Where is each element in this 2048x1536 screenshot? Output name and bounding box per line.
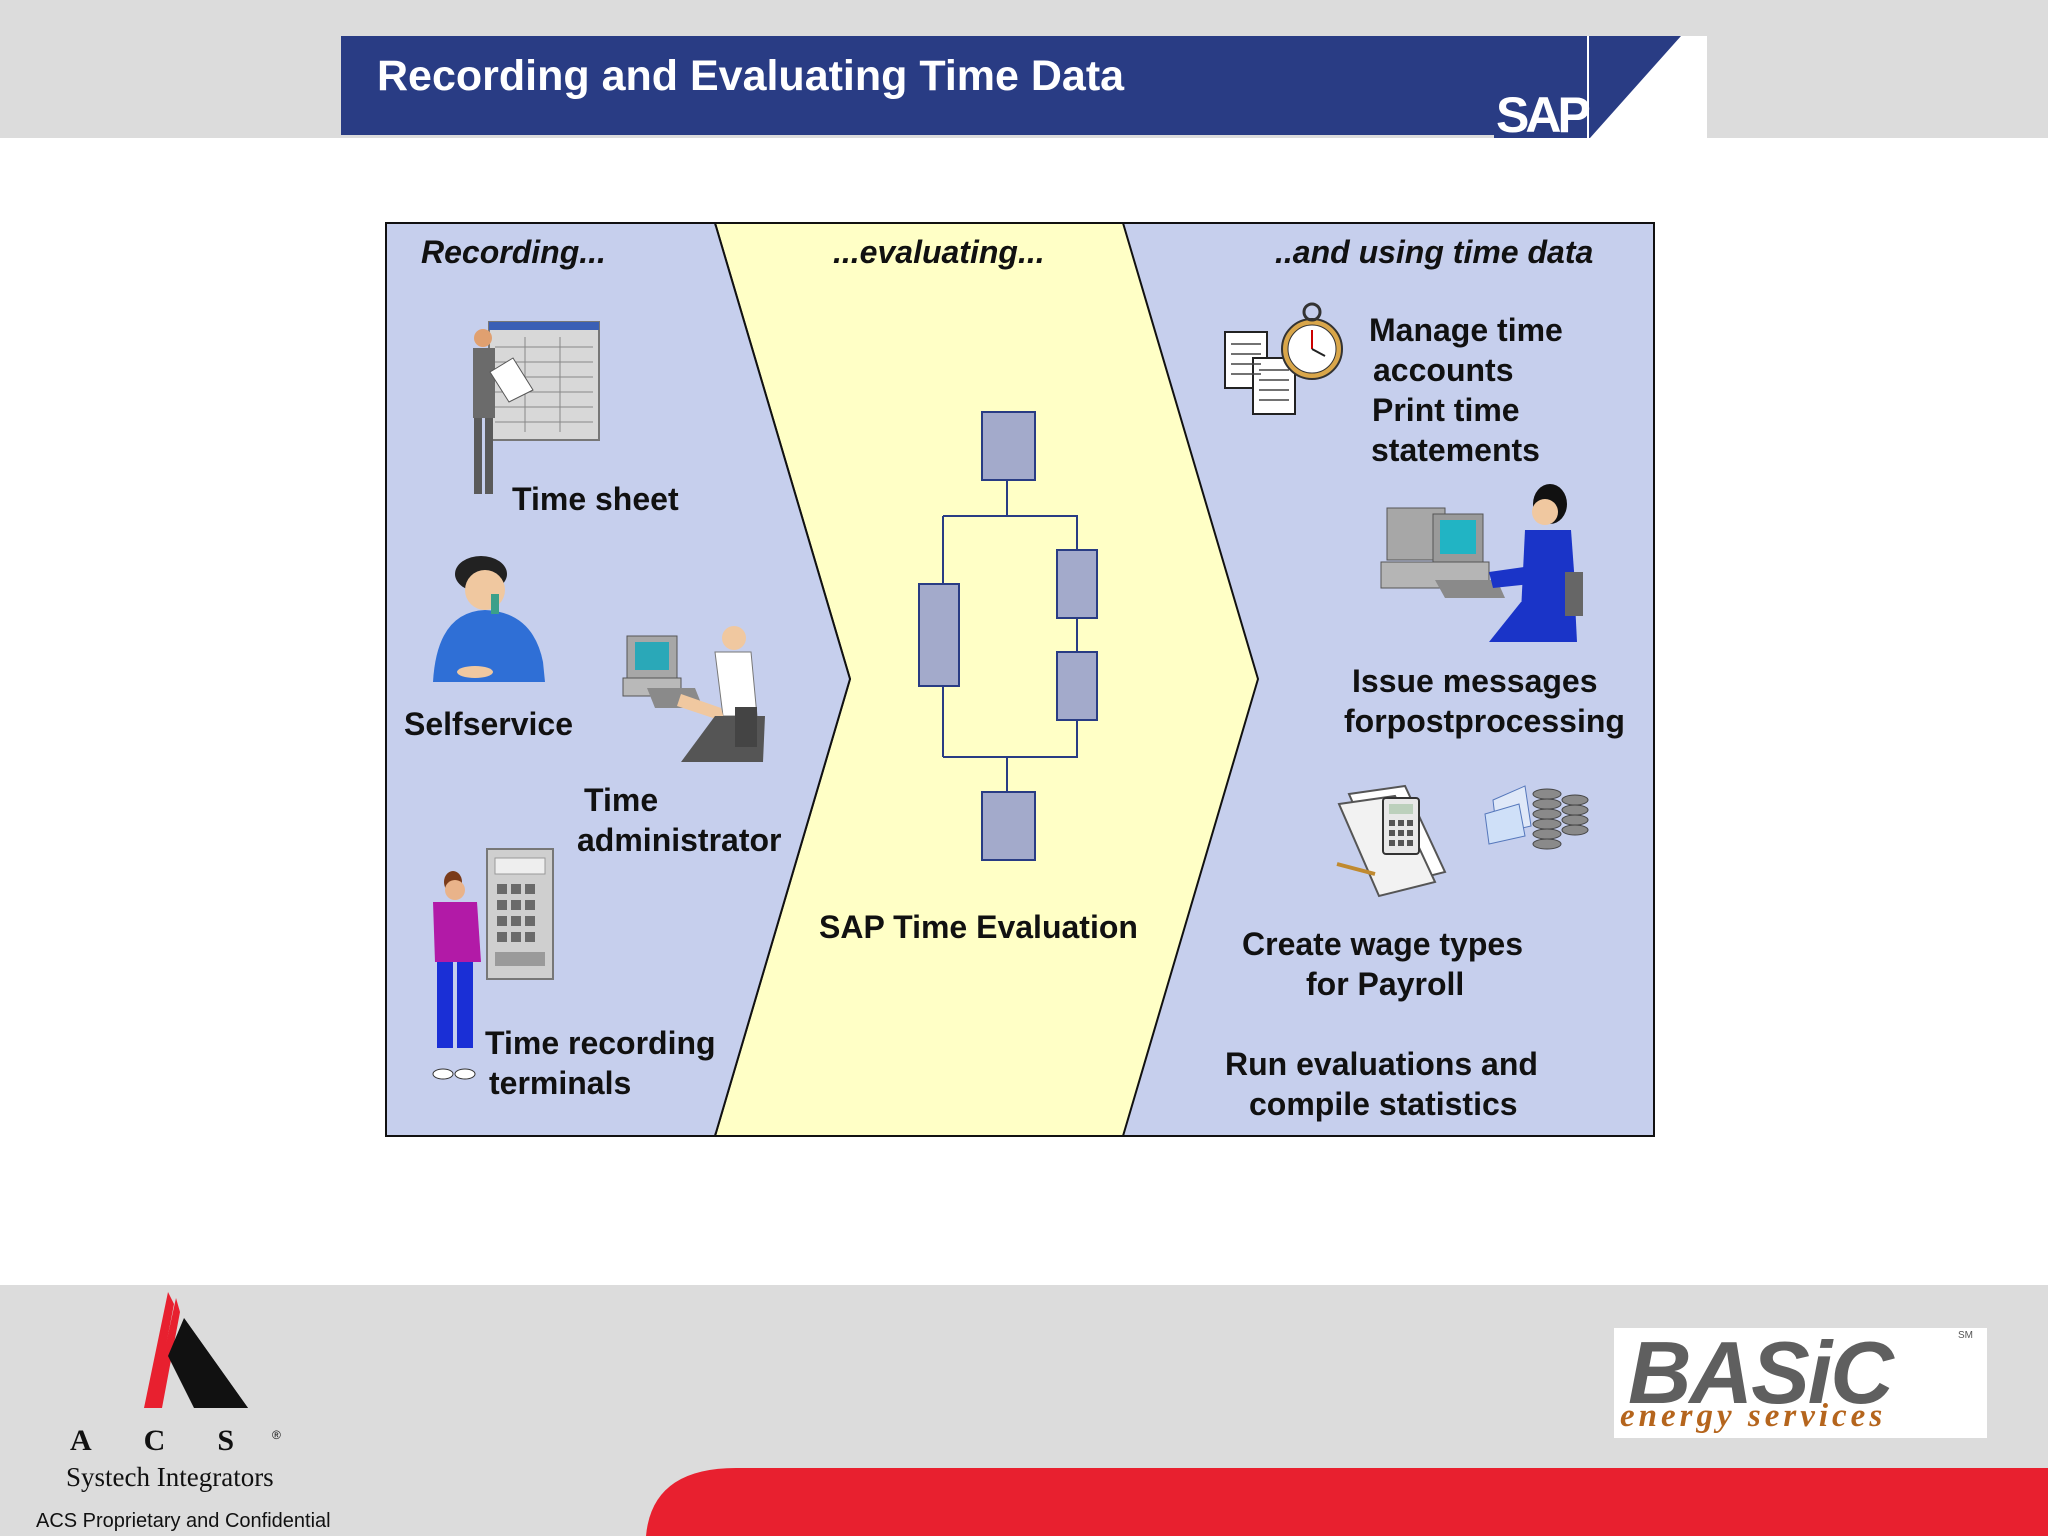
sap-logo-text: SAP <box>1496 87 1589 138</box>
acs-logo-icon <box>144 1292 248 1408</box>
label-compile-statistics: compile statistics <box>1249 1086 1518 1122</box>
title-bar <box>341 36 1496 135</box>
flow-box-right-upper <box>1056 549 1098 619</box>
label-time-sheet: Time sheet <box>512 481 679 517</box>
basic-energy-logo: BASiC energy services SM <box>1614 1323 1987 1438</box>
label-time-administrator-1: Time <box>584 782 659 818</box>
label-issue-messages: Issue messages <box>1352 663 1598 699</box>
flow-box-bottom <box>981 791 1036 861</box>
red-swoosh <box>646 1468 2048 1536</box>
heading-evaluating: ...evaluating... <box>833 234 1045 270</box>
basic-logo-subtitle: energy services <box>1620 1398 1887 1434</box>
acs-registered-mark: ® <box>272 1428 281 1442</box>
label-time-administrator-2: administrator <box>577 822 782 858</box>
sap-logo: SAP <box>1494 36 1707 138</box>
confidential-notice: ACS Proprietary and Confidential <box>36 1510 331 1532</box>
basic-logo-word: BASiC <box>1628 1323 1894 1422</box>
acs-subtitle: Systech Integrators <box>66 1462 274 1492</box>
label-accounts: accounts <box>1373 352 1514 388</box>
process-diagram <box>385 222 1655 1137</box>
label-print-time: Print time <box>1372 392 1520 428</box>
flowchart-icon <box>918 411 1098 861</box>
computer-woman-icon <box>1380 484 1583 642</box>
label-manage-time: Manage time <box>1369 312 1563 348</box>
flow-box-left <box>918 583 960 687</box>
flow-box-right-lower <box>1056 651 1098 721</box>
label-statements: statements <box>1371 432 1540 468</box>
label-selfservice: Selfservice <box>404 706 574 742</box>
flow-box-top <box>981 411 1036 481</box>
phone-user-icon <box>433 556 545 682</box>
label-run-evaluations: Run evaluations and <box>1225 1046 1538 1082</box>
label-sap-time-evaluation: SAP Time Evaluation <box>819 909 1138 945</box>
slide-title: Recording and Evaluating Time Data <box>377 52 1125 100</box>
label-for-payroll: for Payroll <box>1306 966 1465 1002</box>
label-forpostprocessing: forpostprocessing <box>1344 703 1625 739</box>
acs-logo-letters: ACS <box>70 1424 287 1457</box>
computer-user-icon <box>622 626 765 762</box>
heading-recording: Recording... <box>421 234 606 270</box>
presenter-timesheet-icon <box>473 321 600 494</box>
label-time-recording-1: Time recording <box>485 1025 716 1061</box>
label-time-recording-2: terminals <box>489 1065 632 1101</box>
label-create-wage-types: Create wage types <box>1242 926 1524 962</box>
heading-using-time-data: ..and using time data <box>1275 234 1594 270</box>
basic-logo-sm: SM <box>1958 1330 1973 1341</box>
calculator-coins-icon <box>1336 784 1589 898</box>
terminal-user-icon <box>432 848 554 1080</box>
stopwatch-documents-icon <box>1224 302 1343 415</box>
